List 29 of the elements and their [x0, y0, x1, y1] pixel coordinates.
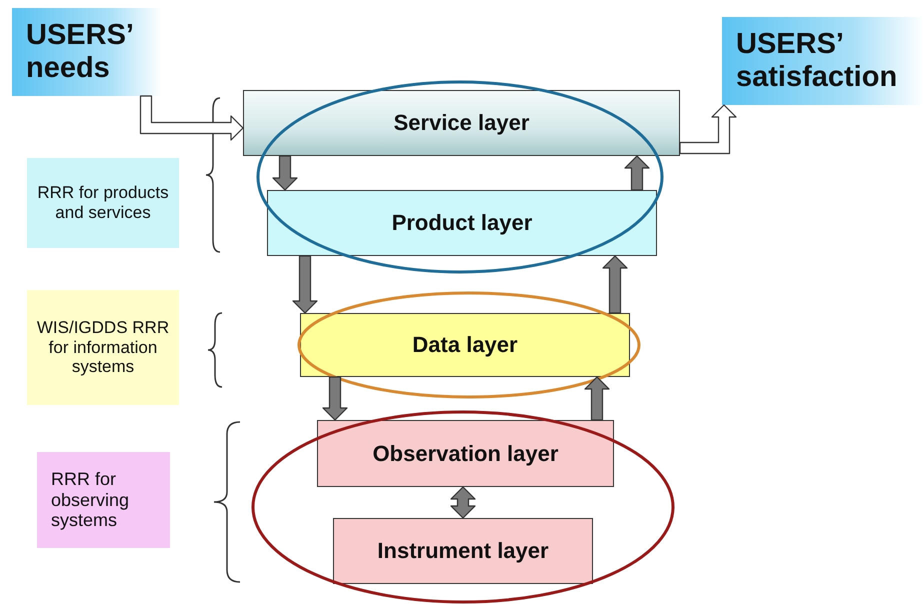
- node-label: WIS/IGDDS RRR for information systems: [36, 318, 170, 377]
- block-arrow: [292, 255, 318, 314]
- node-label: Instrument layer: [377, 538, 549, 564]
- requirements-note: [27, 290, 179, 405]
- requirements-note: [37, 452, 170, 548]
- node-label: Observation layer: [372, 440, 558, 466]
- layer-box: [333, 518, 593, 584]
- layer-box: [300, 313, 630, 377]
- node-label: RRR for observing systems: [51, 468, 130, 532]
- layer-box: [267, 190, 657, 256]
- layer-box: [317, 420, 614, 487]
- block-arrow: [624, 155, 650, 191]
- node-label: Data layer: [412, 332, 518, 358]
- requirements-note: [27, 158, 179, 248]
- node-label: Service layer: [394, 110, 530, 136]
- block-arrow: [322, 376, 348, 421]
- block-arrow: [272, 155, 298, 191]
- user-satisfaction-box: [722, 17, 924, 105]
- block-arrow: [602, 255, 628, 314]
- user-needs-box: [12, 8, 162, 96]
- node-label: USERS’ satisfaction: [736, 28, 898, 94]
- block-arrow: [140, 95, 244, 141]
- node-label: USERS’ needs: [26, 18, 134, 86]
- block-arrow: [584, 376, 610, 421]
- node-label: Product layer: [392, 210, 532, 236]
- block-arrow: [679, 104, 737, 154]
- node-label: RRR for products and services: [36, 183, 170, 223]
- block-arrow: [450, 486, 476, 519]
- layer-box: [243, 90, 680, 156]
